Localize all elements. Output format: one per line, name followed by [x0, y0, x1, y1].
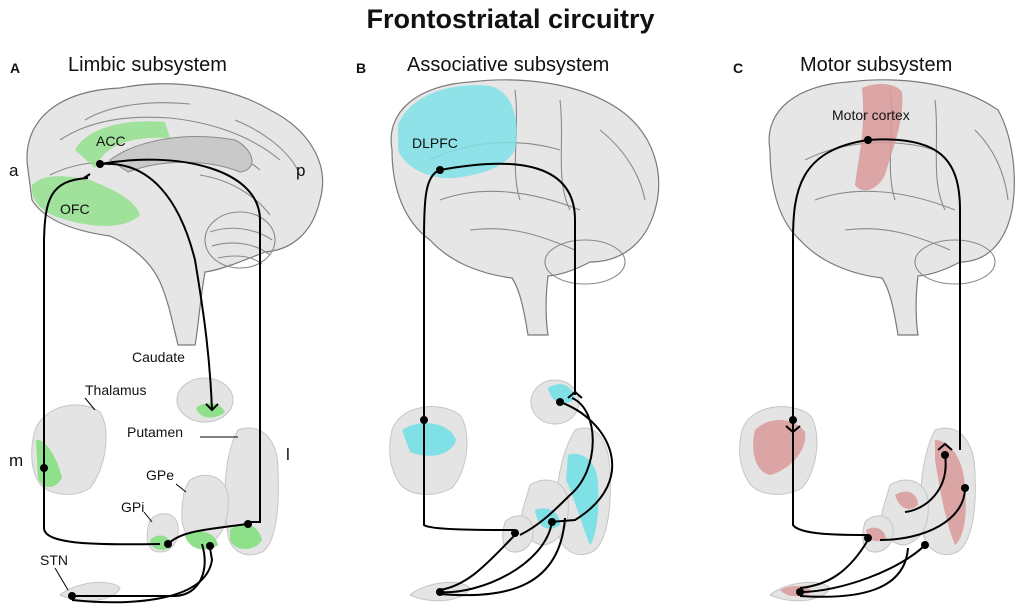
stn-leader-a [54, 567, 69, 591]
putamen-node-c1 [941, 451, 949, 459]
panel-b-title: Associative subsystem [407, 54, 610, 76]
label-caudate-a: Caudate [132, 349, 185, 365]
panel-c-title: Motor subsystem [800, 54, 953, 76]
putamen-highlight-b [566, 453, 599, 545]
stn-node-a [68, 592, 76, 600]
pathway-ofc-thalamus [43, 177, 89, 470]
label-lateral: l [286, 445, 290, 464]
pathway-thalamus-gpi [43, 470, 161, 546]
ofc-terminal-a [83, 173, 91, 179]
pathway-putamen-gpe-c [904, 454, 947, 513]
thalamus-terminal-c [785, 425, 801, 434]
panel-c-letter: C [733, 60, 744, 76]
pathway-caudate-gpi-b [519, 397, 594, 536]
pathway-caudate-gpe-b [549, 401, 614, 523]
caudate-highlight-a [196, 403, 225, 418]
gpe-node-c [921, 541, 929, 549]
pathway-gpe-stn-c [799, 544, 926, 593]
gpe-node-b [548, 518, 556, 526]
stn-highlight-c [780, 586, 812, 597]
putamen-highlight-c [935, 440, 966, 545]
pathway-thalamus-gpi-c [792, 420, 869, 536]
label-dlpfc: DLPFC [412, 135, 458, 151]
gpe-leader-a [175, 483, 187, 493]
panel-b-letter: B [356, 60, 367, 76]
pathway-dlpfc-thalamus [423, 169, 441, 420]
pathway-putamen-gpi [167, 523, 249, 545]
thalamus-node-c [789, 416, 797, 424]
thalamus-node-a [40, 464, 48, 472]
label-medial: m [9, 451, 23, 470]
label-ofc: OFC [60, 201, 90, 217]
label-putamen-a: Putamen [127, 424, 183, 440]
pathway-gpi-stn-c [799, 539, 869, 589]
pathway-stn-gpe-c [799, 547, 909, 598]
pathway-motor-putamen [867, 138, 961, 450]
putamen-terminal-c [937, 442, 953, 451]
corpus-callosum [109, 136, 253, 173]
stn-node-c [796, 588, 804, 596]
gpi-node-a [164, 540, 172, 548]
label-anterior: a [9, 161, 19, 180]
motor-cortex-node [864, 136, 872, 144]
label-thalamus-a: Thalamus [85, 382, 146, 398]
pathway-gpi-stn-b [439, 534, 516, 591]
pathway-putamen-gpi-c [879, 487, 966, 541]
cerebellum-b [544, 239, 626, 285]
thalamus-highlight-b [402, 423, 456, 456]
thalamus-leader-a [84, 397, 96, 411]
gpi-node-b [511, 529, 519, 537]
gpe-node-a [206, 542, 214, 550]
putamen-highlight-a [230, 524, 262, 549]
acc-node [96, 160, 104, 168]
panel-b-associative: DLPFC [389, 79, 660, 602]
label-posterior: p [296, 161, 305, 180]
label-stn-a: STN [40, 552, 68, 568]
cerebellum-c [914, 239, 996, 285]
pathway-stn-gpe [71, 547, 214, 604]
gpe-highlight-c [895, 491, 918, 509]
label-gpe-a: GPe [146, 467, 174, 483]
stn-node-b [436, 588, 444, 596]
ofc-region [31, 176, 140, 226]
caudate-highlight-b [548, 384, 575, 404]
thalamus-node-b [420, 416, 428, 424]
label-motor-cortex: Motor cortex [832, 107, 910, 123]
acc-region [75, 121, 170, 168]
putamen-node-a [244, 520, 252, 528]
caudate-node-b [556, 398, 564, 406]
panel-a-limbic: ACC OFC a p Caudate Thalamus Putamen m l… [9, 83, 324, 604]
dlpfc-region [398, 85, 517, 179]
gpi-leader-a [143, 511, 153, 523]
dlpfc-node [436, 166, 444, 174]
pathway-thalamus-gpi-b [423, 420, 516, 531]
pathway-stn-gpe-b [439, 517, 566, 597]
label-acc: ACC [96, 133, 126, 149]
panel-c-motor: Motor cortex [739, 79, 1015, 602]
pathway-motor-thalamus [792, 139, 869, 420]
pathway-acc-putamen [99, 158, 261, 523]
caudate-terminal-a [205, 403, 219, 412]
panel-a-title: Limbic subsystem [68, 54, 227, 76]
panel-a-letter: A [10, 60, 21, 76]
pathway-acc-caudate [99, 162, 213, 411]
cerebellum [204, 211, 276, 269]
putamen-node-c2 [961, 484, 969, 492]
motor-cortex-region [855, 83, 903, 191]
pathway-gpe-stn-b [439, 521, 553, 594]
caudate-terminal-b [567, 390, 583, 399]
gpi-node-c [864, 534, 872, 542]
pathway-dlpfc-caudate [439, 162, 576, 395]
label-gpi-a: GPi [121, 499, 144, 515]
figure-title: Frontostriatal circuitry [366, 4, 655, 34]
thalamus-highlight-a [36, 439, 62, 487]
